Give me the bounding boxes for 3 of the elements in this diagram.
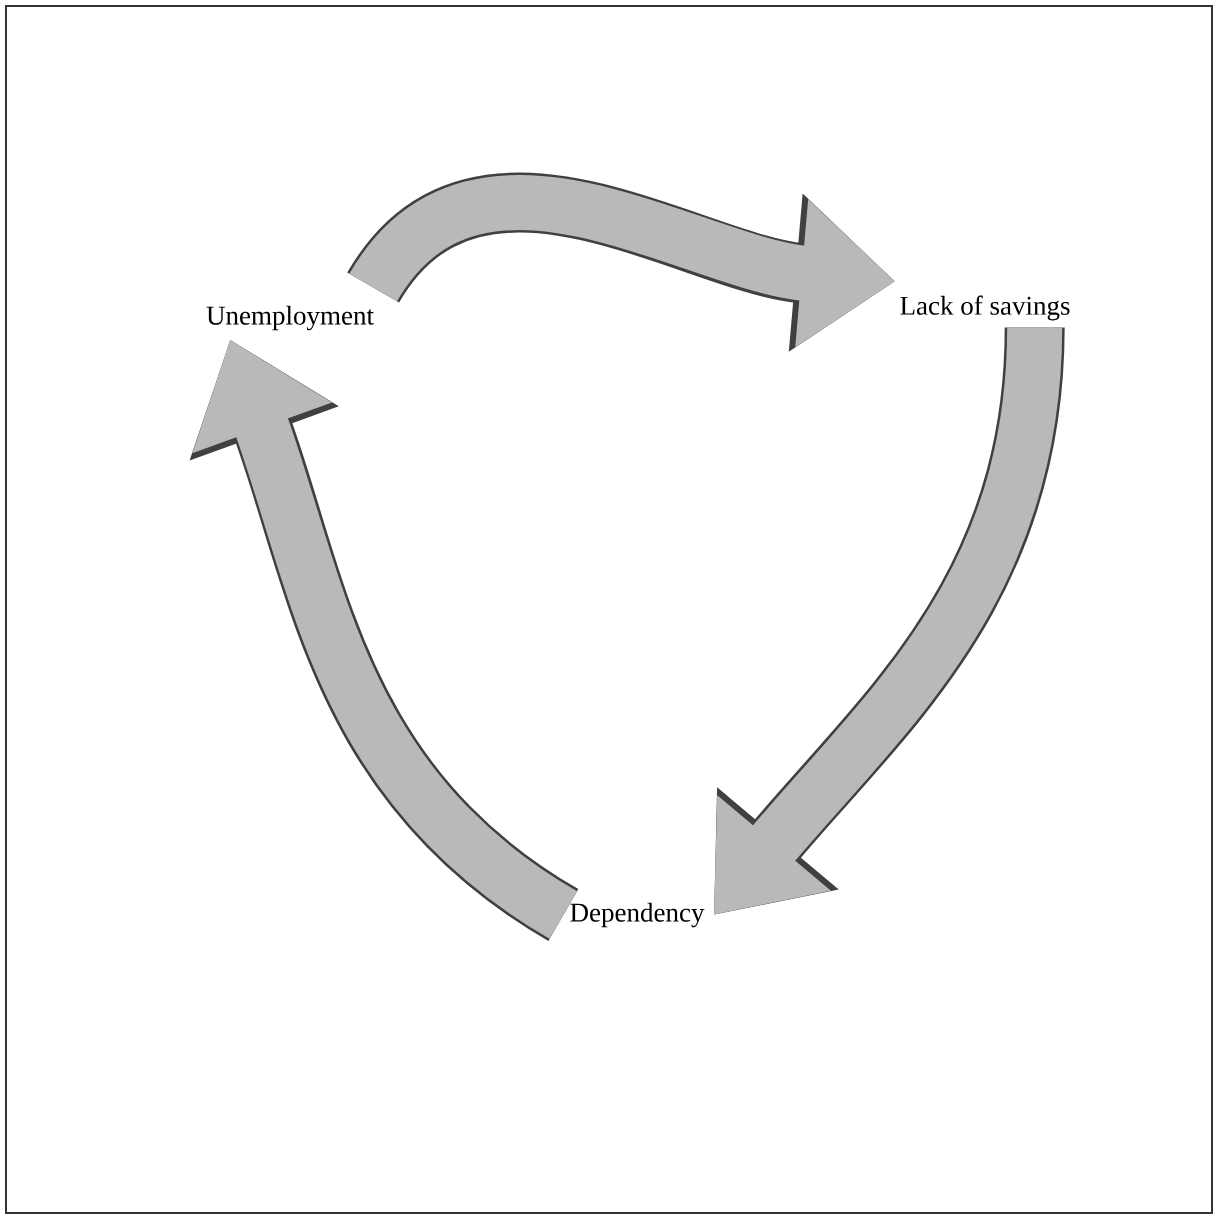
node-label: Unemployment <box>206 305 374 331</box>
node-label: Lack of savings <box>900 295 1070 321</box>
node-label: Dependency <box>570 902 705 928</box>
